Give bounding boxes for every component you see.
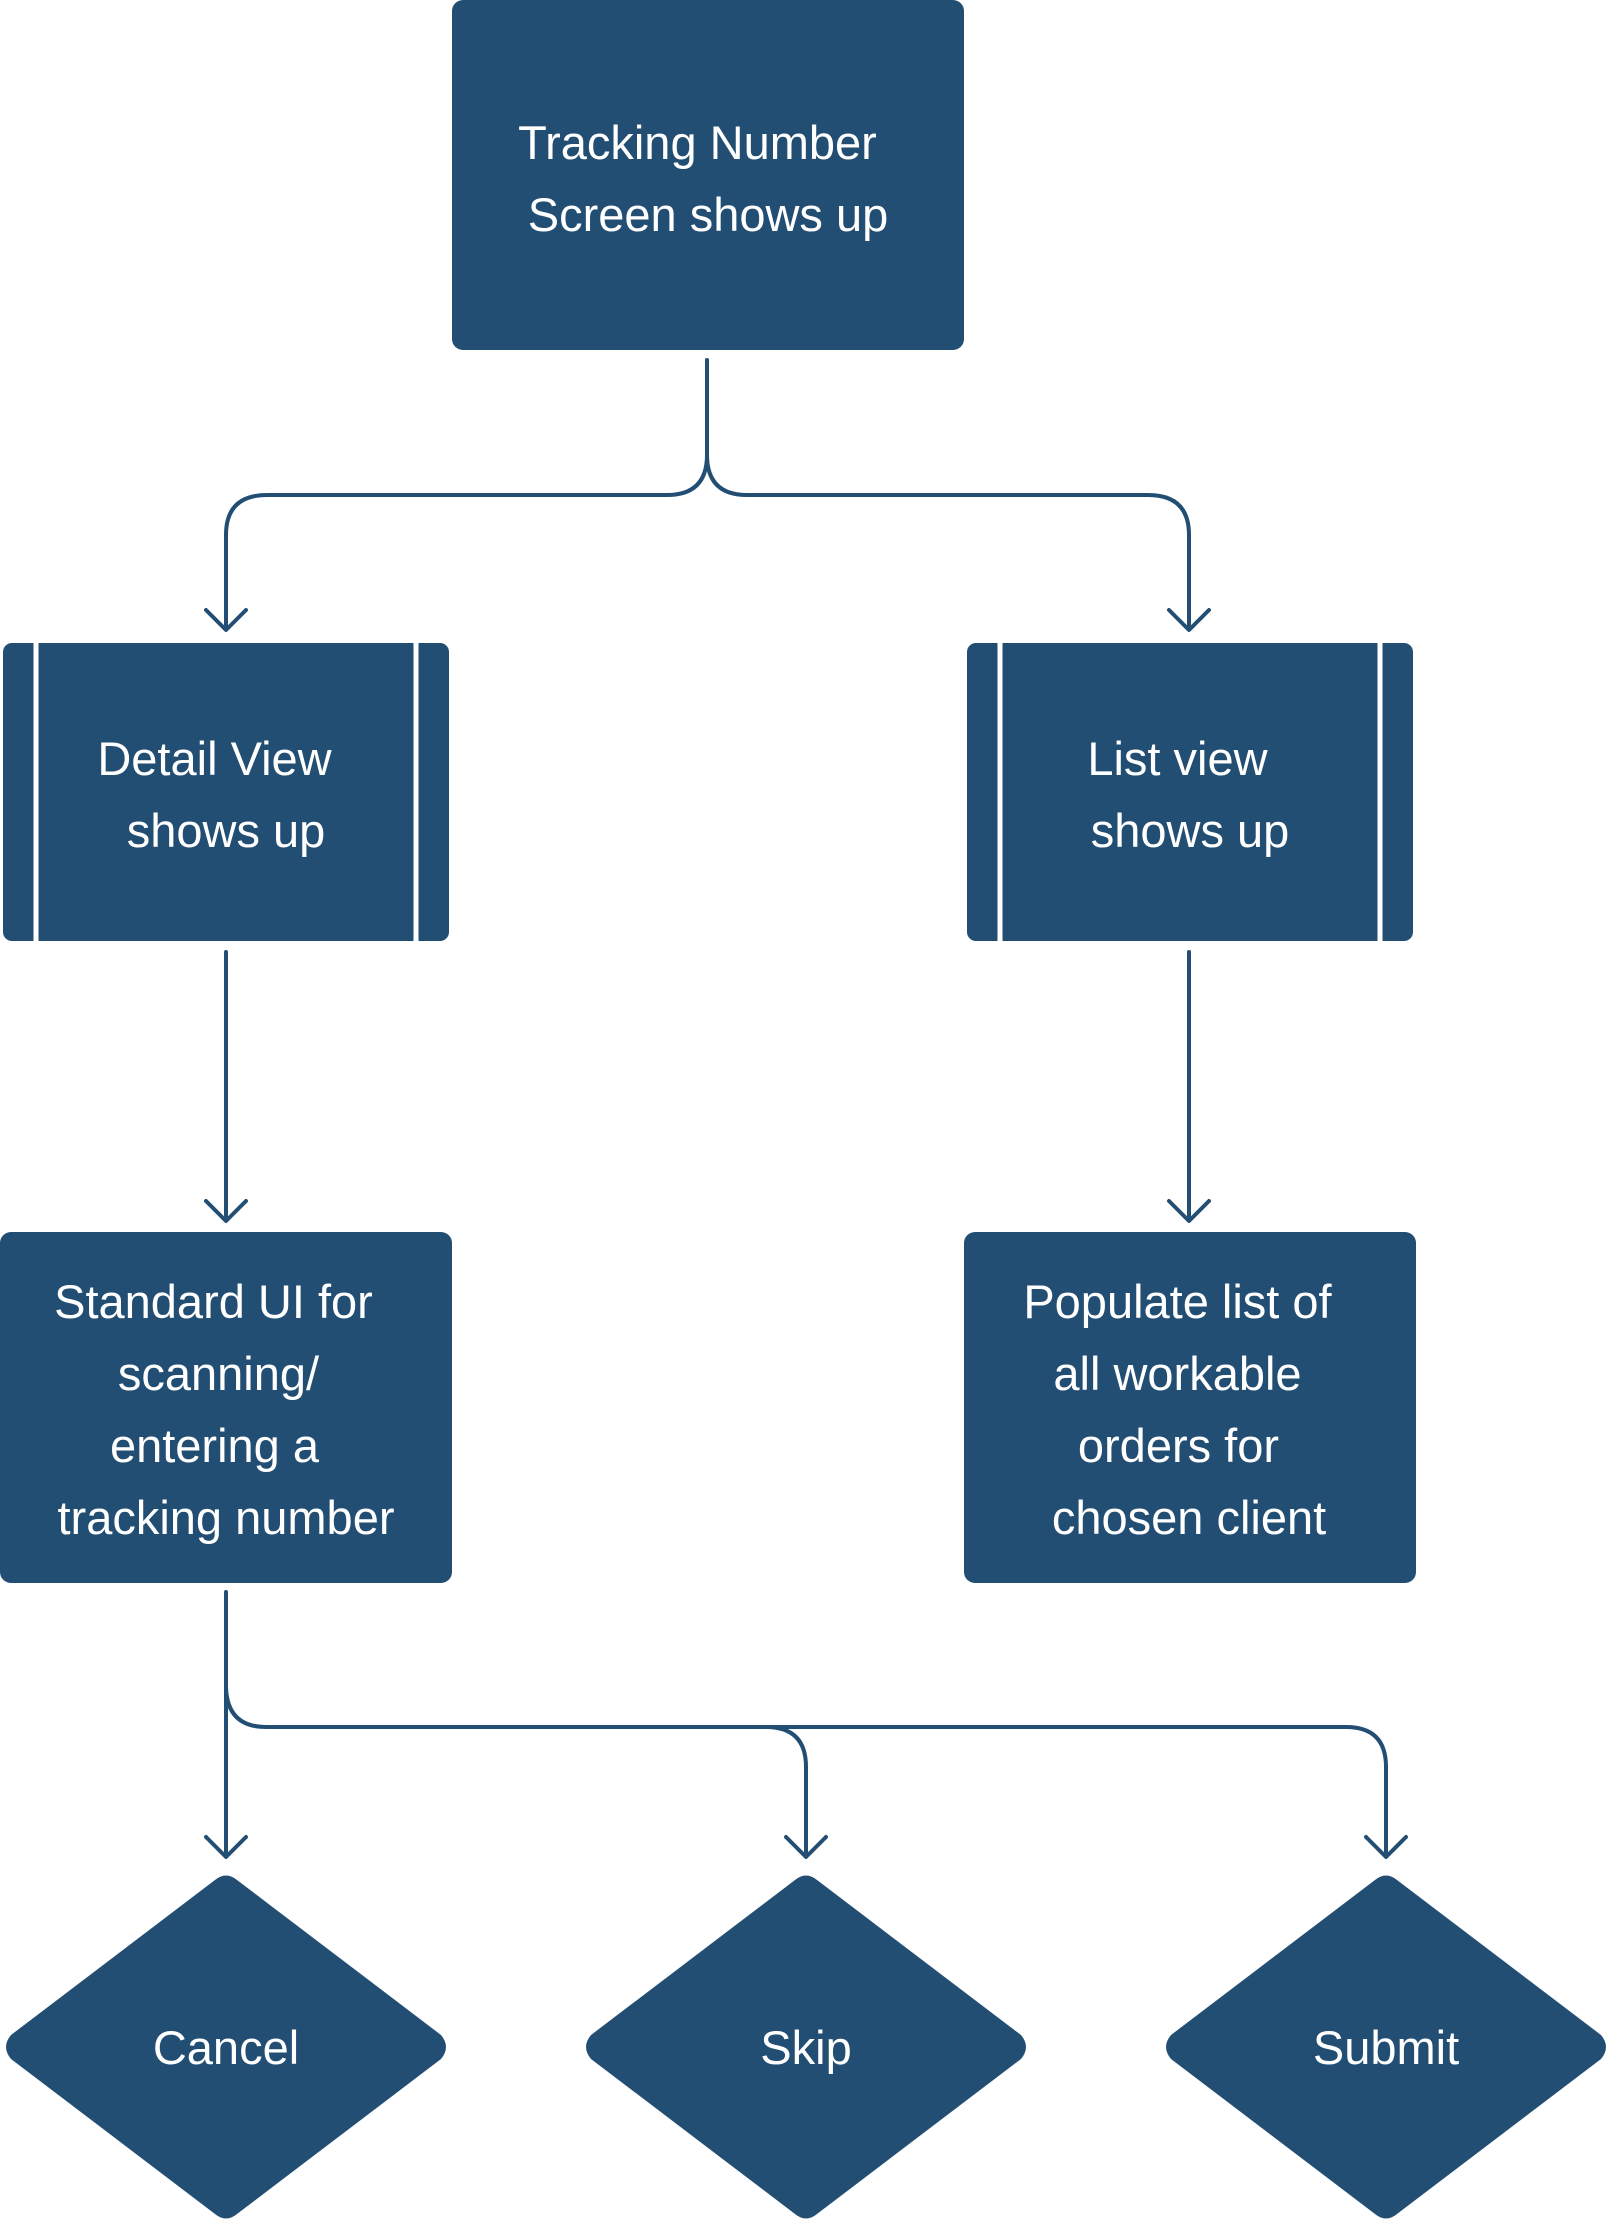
node-label-line: Tracking Number [518,116,877,169]
node-label-line: Screen shows up [528,188,889,241]
decision-diamond [6,1875,446,2219]
node-detail-view[interactable]: Detail View shows up [3,643,449,941]
node-label-line: orders for [1078,1419,1279,1472]
svg-text:Cancel: Cancel [153,2021,299,2074]
node-label-line: Cancel [153,2021,299,2074]
arrowhead-populate [1167,1199,1211,1223]
node-label-line: tracking number [58,1491,395,1544]
svg-text:Skip: Skip [760,2021,851,2074]
node-label-line: Skip [760,2021,851,2074]
edge-tracking-to-list [705,453,1191,627]
node-list-view[interactable]: List view shows up [967,643,1413,941]
process-box [452,0,964,350]
node-label-line: all workable [1053,1347,1301,1400]
node-submit[interactable]: Submit [1166,1875,1606,2219]
decision-diamond [586,1875,1026,2219]
node-label-line: Detail View [97,732,332,785]
process-box [964,1232,1416,1583]
svg-text:List view shows up: List view shows up [1087,732,1289,857]
node-populate-list[interactable]: Populate list of all workable orders for… [964,1232,1416,1583]
edge-tracking-to-detail [224,358,709,627]
node-label-line: chosen client [1052,1491,1326,1544]
predefined-process-box [3,643,449,941]
node-label-line: List view [1087,732,1268,785]
svg-text:Detail View shows up: Detail View shows up [97,732,344,857]
node-label-line: shows up [127,804,326,857]
arrowhead-standard [204,1199,248,1223]
node-label-line: Populate list of [1023,1275,1332,1328]
svg-text:Standard UI for scanning: Standard UI for scanning/ entering a tra… [54,1275,394,1544]
edge-standard-to-skip [224,1683,808,1854]
svg-text:Populate list of all wor: Populate list of all workable orders for… [1023,1275,1344,1544]
arrowhead-detail [204,608,248,632]
decision-diamond [1166,1875,1606,2219]
node-label-line: scanning/ [118,1347,320,1400]
node-skip[interactable]: Skip [586,1875,1026,2219]
edge-standard-to-submit [764,1725,1388,1854]
connectors [204,358,1408,1859]
predefined-process-box [967,643,1413,941]
node-label-line: Submit [1313,2021,1459,2074]
arrowhead-submit [1364,1835,1408,1859]
svg-text:Submit: Submit [1313,2021,1459,2074]
svg-text:Tracking Number Screen s: Tracking Number Screen shows up [518,116,890,241]
process-box [0,1232,452,1583]
node-standard-ui[interactable]: Standard UI for scanning/ entering a tra… [0,1232,452,1583]
node-label-line: entering a [110,1419,320,1472]
node-cancel[interactable]: Cancel [6,1875,446,2219]
arrowhead-cancel [204,1835,248,1859]
node-tracking-screen[interactable]: Tracking Number Screen shows up [452,0,964,350]
arrowhead-skip [784,1835,828,1859]
node-label-line: Standard UI for [54,1275,373,1328]
arrowhead-list [1167,608,1211,632]
node-label-line: shows up [1091,804,1290,857]
